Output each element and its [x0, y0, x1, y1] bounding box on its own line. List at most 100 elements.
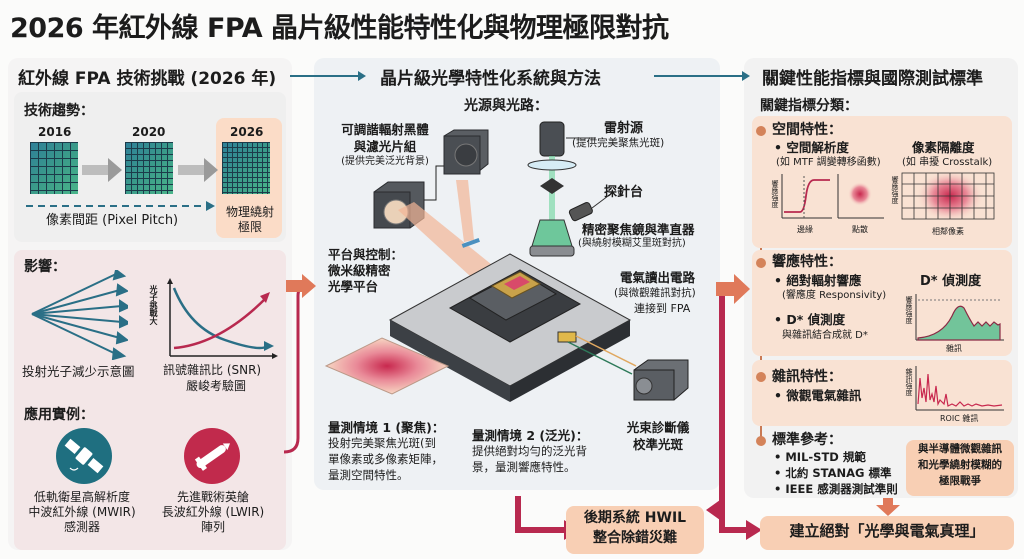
pixel-grid-2016: [30, 142, 78, 194]
platform-label-3: 光學平台: [328, 279, 379, 294]
laser-label-1: 雷射源: [604, 121, 644, 136]
middle-header: 晶片級光學特性化系統與方法: [380, 69, 601, 89]
app-2-line3: 陣列: [200, 520, 225, 534]
beam-diag-label-2: 校準光斑: [632, 437, 683, 452]
snr-chart: [167, 278, 278, 359]
scenario2-title: 量測情境 2 (泛光)：: [472, 428, 589, 443]
xtalk-title: 像素隔離度: [912, 140, 975, 155]
laser-label-2: (提供完美聚焦光斑): [572, 137, 665, 149]
platform-label-2: 微米級精密: [328, 263, 391, 278]
scenario1-line3: 量測空間特性。: [328, 468, 409, 482]
response-dot: [756, 258, 766, 268]
edge-response-chart: [781, 174, 832, 219]
trend-arrow-2: [178, 158, 218, 182]
response-item1: • 絕對輻射響應: [774, 273, 862, 288]
year-2026: 2026: [230, 125, 264, 139]
hwil-box: [566, 506, 704, 554]
left-header: 紅外線 FPA 技術挑戰 (2026 年): [18, 69, 277, 89]
limit-label-1: 物理繞射: [225, 205, 274, 219]
standards-dot: [756, 436, 766, 446]
focus-label-2: (與繞射模糊艾里斑對抗): [578, 238, 686, 249]
photon-fan-icon: [31, 270, 128, 360]
page-title: 2026 年紅外線 FPA 晶片級性能特性化與物理極限對抗: [10, 13, 669, 44]
noise-title: 雜訊特性：: [772, 369, 842, 385]
noise-card: [752, 360, 1012, 426]
dstar-xlabel: 雜訊: [946, 344, 962, 353]
platform-label-1: 平台與控制：: [328, 247, 404, 262]
scenario1-title: 量測情境 1 (聚焦)：: [328, 420, 445, 435]
xtalk-sub: (如 串擾 Crosstalk): [902, 157, 993, 168]
response-item2: • D* 偵測度: [774, 312, 846, 327]
applications-heading: 應用實例：: [24, 407, 94, 423]
hwil-label-2: 整合除錯災難: [593, 530, 677, 546]
down-arrow: [876, 498, 900, 516]
dstar-ylabel: 響應強度: [905, 296, 913, 324]
roic-ylabel: 雜訊強度: [905, 368, 913, 396]
response-item2-sub: 與雜訊結合成就 D*: [782, 330, 868, 341]
flow-arrow-2: [654, 71, 750, 81]
pixel-pitch-label: 像素間距 (Pixel Pitch): [46, 213, 179, 228]
point-xlabel: 點散: [852, 225, 868, 234]
standards-title: 標準參考：: [772, 432, 842, 448]
trend-heading: 技術趨勢：: [24, 103, 94, 119]
readout-label-3: 連接到 FPA: [634, 302, 691, 315]
focus-label-1: 精密聚焦鏡與準直器: [582, 222, 695, 237]
roic-xlabel: ROIC 雜訊: [940, 414, 979, 423]
light-path-heading: 光源與光路：: [464, 98, 548, 114]
scenario1-line1: 投射完美聚焦光斑(到: [328, 436, 436, 450]
app-2-line1: 先進戰術英艙: [176, 490, 249, 504]
year-2020: 2020: [132, 125, 166, 139]
xtalk-xlabel: 相鄰像素: [932, 227, 964, 236]
hwil-label-1: 後期系統 HWIL: [583, 510, 687, 526]
scenario2-line1: 提供絕對均勻的泛光背: [472, 444, 587, 458]
impact-heading: 影響：: [24, 259, 66, 275]
noise-item1: • 微觀電氣雜訊: [774, 388, 862, 403]
xtalk-ylabel: 響應強度: [891, 176, 899, 204]
app-2-line2: 長波紅外線 (LWIR): [161, 505, 265, 519]
blackbody-label-2: 與濾光片組: [353, 139, 417, 154]
probe-label: 探針台: [604, 185, 644, 200]
snr-ylabel: 光子挑戰大: [149, 285, 158, 325]
final-truth-box: [760, 516, 1014, 550]
dstar-curve: [917, 305, 1001, 341]
limit-war-callout: [906, 440, 1014, 496]
snr-challenge-curve: [173, 297, 267, 350]
flood-illumination-target: [324, 337, 450, 395]
readout-label-2: (與微觀雜訊對抗): [614, 287, 696, 299]
limit-label-2: 極限: [237, 220, 262, 234]
year-2016: 2016: [38, 125, 72, 139]
standard-3: • IEEE 感測器測試準則: [774, 482, 898, 496]
roic-noise-trace: [917, 373, 1003, 407]
pixel-grid-2026: [222, 142, 270, 194]
snr-decline-curve: [172, 287, 269, 350]
response-item1-sub: (響應度 Responsivity): [782, 290, 887, 301]
beam-diagnostics-camera: [633, 359, 689, 401]
dstar-chart: [915, 294, 1004, 341]
standard-2: • 北約 STANAG 標準: [774, 466, 892, 480]
snr-caption-2: 嚴峻考驗圖: [186, 379, 247, 393]
readout-label-1: 電氣讀出電路: [620, 270, 696, 285]
metrics-heading: 關鍵指標分類：: [760, 98, 858, 114]
point-spread-chart: [837, 174, 884, 219]
satellite-icon: [56, 428, 112, 484]
edge-xlabel: 邊緣: [797, 225, 813, 234]
dstar-chart-title: D* 偵測度: [920, 274, 982, 289]
response-title: 響應特性：: [772, 254, 842, 270]
spatial-res-title: • 空間解析度: [774, 140, 849, 155]
app-1-line3: 感測器: [63, 520, 100, 534]
pixel-grid-2020: [125, 142, 173, 194]
final-truth-label: 建立絕對「光學與電氣真理」: [789, 522, 985, 540]
callout-line2: 和光學繞射模糊的: [918, 459, 1002, 471]
roic-noise-chart: [915, 366, 1004, 411]
scenario2-line2: 景，量測響應特性。: [472, 460, 576, 474]
left-to-middle-connector: [283, 274, 316, 454]
flow-arrow-1: [290, 71, 366, 81]
spatial-title: 空間特性：: [772, 122, 842, 138]
spatial-res-sub: (如 MTF 調變轉移函數): [776, 157, 881, 168]
app-1-line2: 中波紅外線 (MWIR): [28, 505, 136, 519]
trend-arrow-1: [82, 158, 122, 182]
beam-diag-label-1: 光束診斷儀: [626, 420, 690, 435]
laser-optics-stack: [527, 121, 609, 257]
spatial-dot: [756, 126, 766, 136]
blackbody-label-3: (提供完美泛光背景): [341, 156, 429, 167]
